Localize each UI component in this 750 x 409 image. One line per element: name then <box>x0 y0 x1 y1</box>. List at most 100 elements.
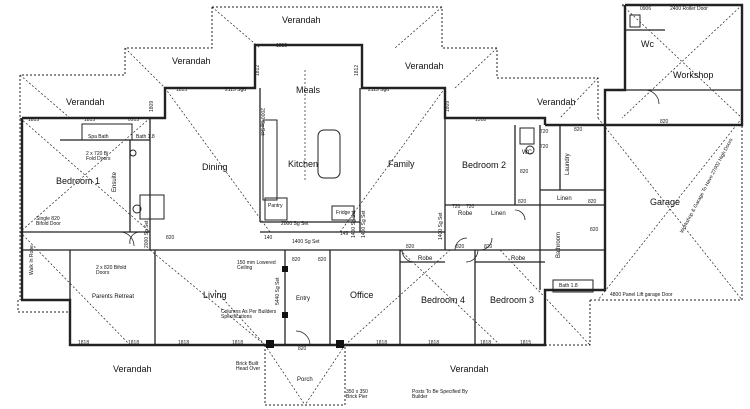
label-wc-top: Wc <box>641 39 654 49</box>
dim-820-wc: 820 <box>520 169 529 175</box>
label-office: Office <box>350 290 374 300</box>
kitchen-fixtures <box>262 119 355 221</box>
note-sgd-b: 2115 Sgd <box>368 87 390 93</box>
label-verandah-left: Verandah <box>66 97 105 107</box>
label-fridge: Fridge <box>336 210 351 216</box>
note-lowered-ceiling: 150 mm Lowered Ceiling <box>237 260 276 271</box>
note-columns: Columns As Per Builders Specifications <box>221 309 277 320</box>
bathroom-fixtures <box>81 14 641 293</box>
label-wc: WC <box>522 150 532 156</box>
note-sg-1400-b: 1400 Sg Set <box>438 212 444 240</box>
label-linen: Linen <box>491 211 506 217</box>
label-verandah-bottom-left: Verandah <box>113 364 152 374</box>
dim-1815-upper-left: 1815 <box>176 87 188 93</box>
dim-1818-1: 1818 <box>78 340 90 346</box>
note-bifold-a: 2 x 720 Bi Fold Doors <box>86 151 111 162</box>
dim-0915-left: 0915 <box>128 117 140 123</box>
label-laundry: Laundry <box>565 153 571 175</box>
note-bath-1-8-b: Bath 1.8 <box>559 283 578 289</box>
label-robe-1: Robe <box>418 256 433 262</box>
label-kitchen: Kitchen <box>288 159 319 169</box>
note-single-820: Single 820 Bifold Door <box>36 216 61 227</box>
note-sg-2000-b: 2000 Sg Set <box>281 221 309 227</box>
dim-1818-6: 1818 <box>428 340 440 346</box>
dim-720-c: 720 <box>452 204 461 210</box>
label-bedroom-3: Bedroom 3 <box>490 295 535 305</box>
label-bedroom-1: Bedroom 1 <box>56 176 101 186</box>
dim-720-a: 720 <box>540 129 549 135</box>
label-walk-in-robe: Walk In Robe <box>29 245 35 275</box>
dim-820-entry-b: 820 <box>318 257 327 263</box>
label-porch: Porch <box>297 377 313 383</box>
note-spa-bath: Spa Bath <box>88 134 109 140</box>
dim-1818-7: 1818 <box>480 340 492 346</box>
note-sgd-a: 2115 Sgd <box>225 87 247 93</box>
dim-1809-b: 1809 <box>445 100 451 112</box>
note-sg-1400-d: 1400 Sg Set <box>351 210 357 238</box>
label-verandah-right: Verandah <box>537 97 576 107</box>
label-bedroom-2: Bedroom 2 <box>462 160 507 170</box>
dim-820-bed2: 820 <box>518 199 527 205</box>
note-sg-2000-c: 2000 Sg Set <box>144 220 150 248</box>
dim-720-b: 720 <box>540 144 549 150</box>
label-dining: Dining <box>202 162 228 172</box>
label-verandah-upper-mid: Verandah <box>405 61 444 71</box>
label-living: Living <box>203 290 227 300</box>
label-robe-small: Robe <box>458 211 473 217</box>
label-garage: Garage <box>650 197 681 207</box>
dim-820-bed3: 820 <box>484 244 493 250</box>
label-verandah-top: Verandah <box>282 15 321 25</box>
dim-1518: 1518 <box>475 117 487 123</box>
note-brick-pier: 350 x 350 Brick Pier <box>346 389 368 400</box>
note-brick-built: Brick Built Head Over <box>236 361 261 372</box>
label-workshop: Workshop <box>673 70 714 80</box>
dim-149: 149 <box>340 231 349 237</box>
dim-1809-a: 1809 <box>149 100 155 112</box>
label-linen-2: Linen <box>557 196 572 202</box>
dim-820-garage-a: 820 <box>588 199 597 205</box>
dim-1815-left-2: 1815 <box>84 117 96 123</box>
dim-820-entry-a: 820 <box>292 257 301 263</box>
dim-1815-bottom: 1815 <box>520 340 532 346</box>
note-sg-5440: 5440 Sg Set <box>275 277 281 305</box>
dim-720-d: 720 <box>466 204 475 210</box>
dim-1815-top: 1815 <box>276 43 288 49</box>
columns <box>266 266 344 348</box>
note-posts: Posts To Be Specified By Builder <box>412 389 468 400</box>
dim-1818-5: 1818 <box>376 340 388 346</box>
dim-1815-left-1: 1815 <box>28 117 40 123</box>
dim-1818-2: 1818 <box>128 340 140 346</box>
note-sg-2000-a: 2000 Sg Set <box>259 108 265 136</box>
dim-1812-top-right: 1812 <box>354 64 360 76</box>
dim-820-living: 820 <box>166 235 175 241</box>
dim-1818-4: 1818 <box>232 340 244 346</box>
note-bifold-b: 2 x 820 Bifold Doors <box>96 265 127 276</box>
dim-1818-3: 1818 <box>178 340 190 346</box>
note-sg-1400-a: 1400 Sg Set <box>292 239 320 245</box>
dim-140: 140 <box>264 235 273 241</box>
label-meals: Meals <box>296 85 321 95</box>
label-family: Family <box>388 159 415 169</box>
label-pantry: Pantry <box>268 203 283 209</box>
note-bath-1-8-a: Bath 1.8 <box>136 134 155 140</box>
dim-820-garage-b: 820 <box>590 227 599 233</box>
label-ensuite: Ensuite <box>112 171 118 192</box>
label-verandah-bottom-right: Verandah <box>450 364 489 374</box>
label-bathroom: Bathroom <box>556 231 562 258</box>
door-swings <box>119 89 660 346</box>
dim-820-laundry: 820 <box>574 127 583 133</box>
note-roller-door: 2400 Roller Door <box>670 6 708 12</box>
label-robe-2: Robe <box>511 256 526 262</box>
label-entry: Entry <box>296 296 311 302</box>
label-parents-retreat: Parents Retreat <box>92 294 135 300</box>
dim-820-porch: 820 <box>298 346 307 352</box>
label-bedroom-4: Bedroom 4 <box>421 295 466 305</box>
dim-0906: 0906 <box>640 6 652 12</box>
dim-1812-top-left: 1812 <box>255 64 261 76</box>
label-verandah-upper-left: Verandah <box>172 56 211 66</box>
dim-820-workshop: 820 <box>660 119 669 125</box>
dim-820-bed4-a: 820 <box>406 244 415 250</box>
note-panel-lift: 4800 Panel Lift garage Door <box>610 292 673 298</box>
dim-820-bed4-b: 820 <box>456 244 465 250</box>
